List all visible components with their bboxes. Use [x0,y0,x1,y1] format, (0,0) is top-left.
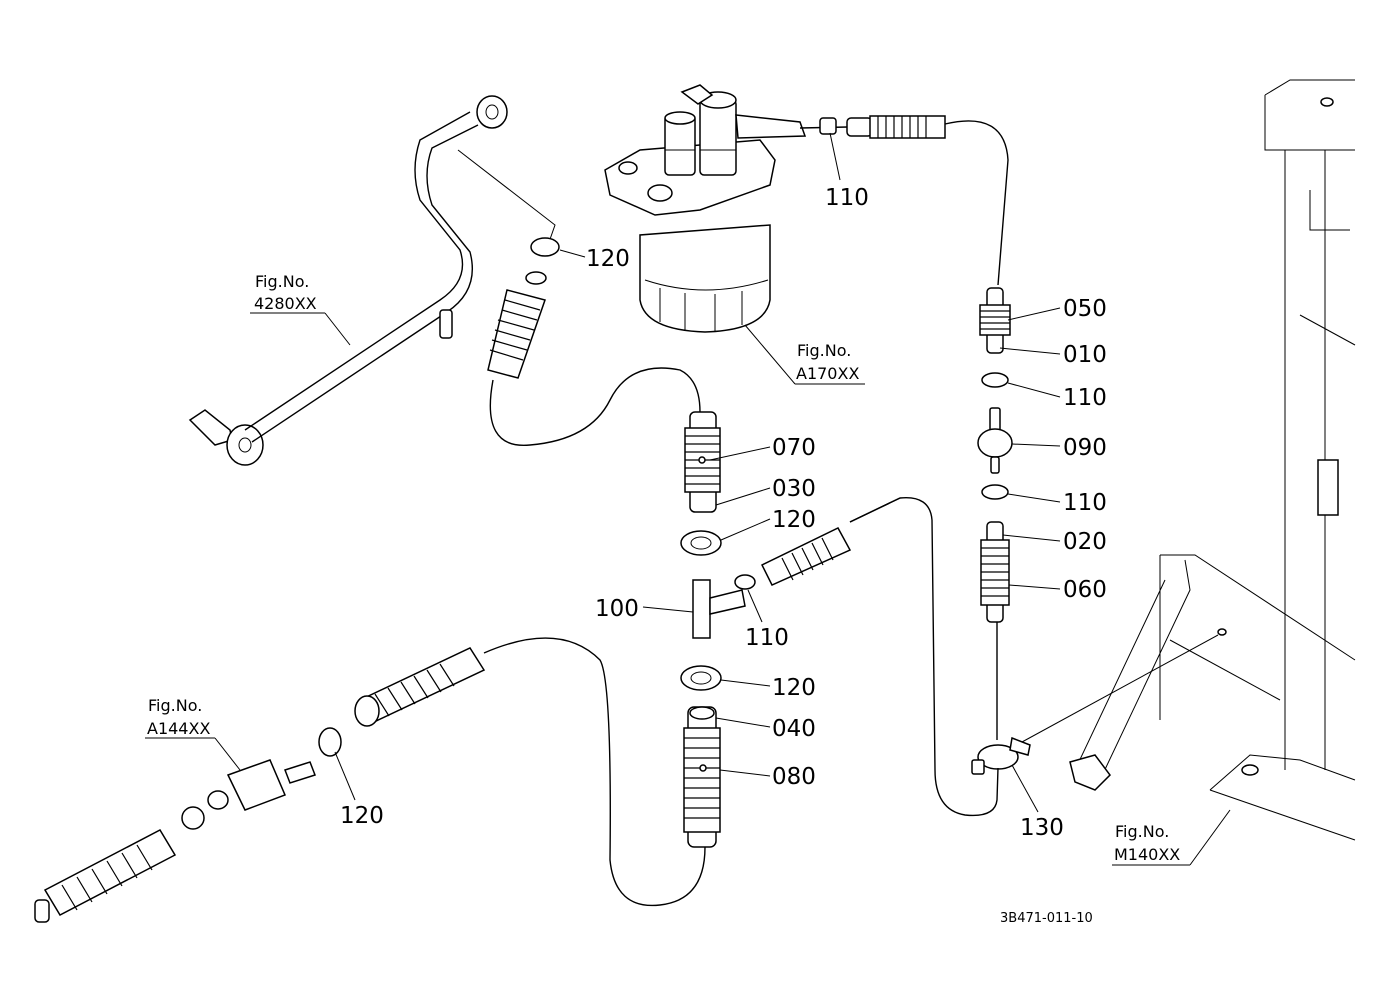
drawing-code: 3B471-011-10 [1000,911,1093,926]
part-label-010: 010 [1063,342,1107,368]
part-label-090: 090 [1063,435,1107,461]
part-label-120-center-lower: 120 [772,675,816,701]
left-loop-line [489,367,701,446]
upper-left-hose [457,149,560,379]
tee-branch-hose [734,497,901,590]
fig-ref-caption: Fig.No. [255,272,309,291]
fig-ref-caption: Fig.No. [1115,822,1169,841]
part-label-050: 050 [1063,296,1107,322]
part-label-110-right-lower: 110 [1063,490,1107,516]
tractor-frame [1009,79,1356,841]
upper-return-hose [799,115,1009,286]
fig-ref-caption: Fig.No. [148,696,202,715]
fig-ref-A144XX: Fig.No. A144XX [147,696,210,738]
fig-ref-caption: Fig.No. [797,341,851,360]
leader-lines [145,132,1231,866]
part-label-120-lower-left: 120 [340,803,384,829]
fig-ref-4280XX: Fig.No. 4280XX [254,272,317,313]
part-label-130: 130 [1020,815,1064,841]
part-label-060: 060 [1063,577,1107,603]
fuel-injection-pipe [188,95,508,466]
part-label-110-right-upper: 110 [1063,385,1107,411]
fig-ref-number: 4280XX [254,294,317,313]
fig-ref-number: M140XX [1114,845,1180,864]
part-label-110-tee: 110 [745,625,789,651]
part-label-070: 070 [772,435,816,461]
fig-ref-number: A144XX [147,719,210,738]
part-label-120-upper: 120 [586,246,630,272]
fig-ref-M140XX: Fig.No. M140XX [1114,822,1180,864]
fig-ref-A170XX: Fig.No. A170XX [796,341,859,383]
part-label-100: 100 [595,596,639,622]
part-label-020: 020 [1063,529,1107,555]
center-hose-chain [680,411,746,848]
fig-ref-number: A170XX [796,364,859,383]
part-label-120-center-upper: 120 [772,507,816,533]
part-label-110-top: 110 [825,185,869,211]
part-label-030: 030 [772,476,816,502]
part-label-080: 080 [772,764,816,790]
fuel-filter-assembly [604,84,807,333]
lower-loop-line [483,637,706,907]
bottom-left-hoses [34,647,486,923]
part-label-040: 040 [772,716,816,742]
right-hose-chain [849,287,1019,817]
